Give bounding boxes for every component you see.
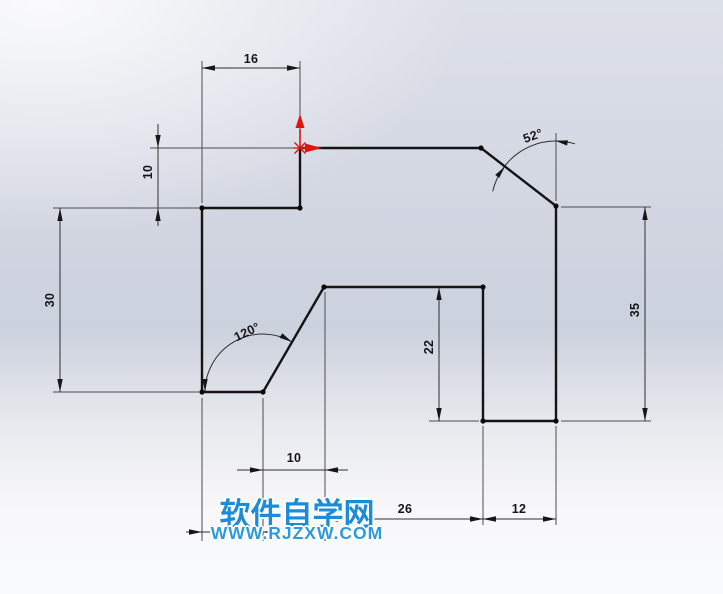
arrowhead [642,408,648,421]
dimension-upper-left-height[interactable]: 10 [141,124,296,226]
arrowhead [155,208,161,221]
vertex-dot[interactable] [480,418,486,424]
arrowhead [325,467,338,473]
arrowhead [436,408,442,421]
dimension-slot-offset[interactable]: 10 [237,292,348,541]
arrowhead [470,516,483,522]
sketch-origin-marker[interactable] [293,114,323,154]
dimension-right-height[interactable]: 35 [561,206,651,422]
arrowhead [495,166,505,178]
origin-point-icon [293,142,307,154]
arrowhead [642,207,648,220]
vertex-dot[interactable] [480,284,486,290]
dimension-label[interactable]: 10 [141,165,155,180]
arrowhead [436,287,442,300]
vertex-dot[interactable] [478,145,484,151]
vertex-dot[interactable] [297,205,303,211]
dimension-label[interactable]: 26 [398,502,413,516]
dimension-arc [204,333,293,393]
dimension-label[interactable]: 22 [422,340,436,355]
arrowhead [279,333,292,342]
arrowhead [202,379,208,392]
dimension-label[interactable]: 35 [628,303,642,318]
dimension-top-angle[interactable]: 52° [492,126,576,201]
sketch-vertices [199,145,559,424]
arrowhead [287,65,300,71]
arrowhead [263,529,276,535]
arrowhead [543,516,556,522]
dimension-label[interactable]: 30 [43,293,57,308]
dimension-left-height[interactable]: 30 [43,207,200,393]
vertex-dot[interactable] [260,389,266,395]
arrowhead [250,467,263,473]
arrowhead [57,208,63,221]
arrowhead [202,65,215,71]
dimension-label[interactable]: 10 [287,451,302,465]
dimension-label[interactable]: 16 [244,52,259,66]
dimension-top-width[interactable]: 16 [201,52,301,203]
sketch-profile[interactable] [200,146,558,423]
vertex-dot[interactable] [553,203,559,209]
vertex-dot[interactable] [199,389,205,395]
vertex-dot[interactable] [321,284,327,290]
dimension-partial-under-watermark[interactable] [186,398,280,541]
vertex-dot[interactable] [199,205,205,211]
dimension-step-height[interactable]: 22 [422,287,479,422]
dimension-label[interactable]: 52° [521,126,544,146]
origin-right-arrow-icon [305,143,322,153]
dimension-bottom-right-width[interactable]: 12 [483,426,557,525]
dimension-label[interactable]: 12 [512,502,527,516]
dimension-bottom-width[interactable]: 26 [325,426,484,525]
dimension-label[interactable]: 120° [232,320,262,344]
arrowhead [325,516,338,522]
watermark-url: WWW.RJZXW.COM [210,523,384,543]
watermark-title: 软件自学网 [219,497,375,532]
arrowhead [189,529,202,535]
arrowhead [556,140,568,146]
dimension-bottom-angle[interactable]: 120° [202,320,293,393]
arrowhead [483,516,496,522]
arrowhead [57,379,63,392]
origin-up-arrow-icon [295,114,305,128]
vertex-dot[interactable] [553,418,559,424]
arrowhead [155,135,161,148]
